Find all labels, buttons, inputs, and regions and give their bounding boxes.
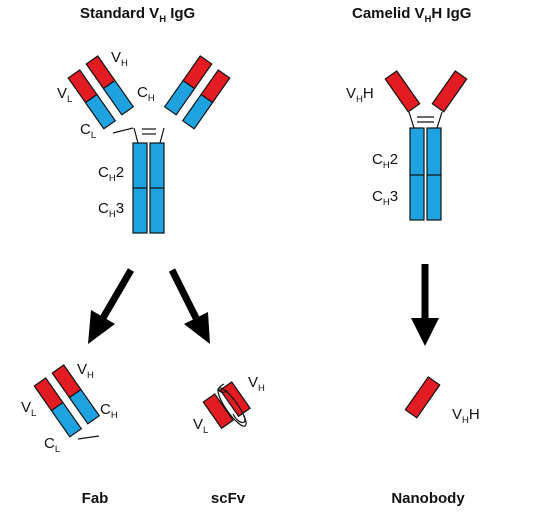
standard-igg: VH VL CH CL CH2 CH3 [57,49,231,234]
title-standard-igg: Standard VH IgG [80,5,195,25]
camelid-vhh-right [431,70,468,113]
label-scfv-vl: VL [193,416,208,436]
label-nanobody-vhh: VHH [452,406,480,426]
label-fab-ch: CH [100,401,118,421]
camelid-hinge-right [436,111,443,129]
label-fab-vh: VH [77,361,94,381]
standard-right-heavy-chain [163,55,213,116]
camelid-vhh-domain-right [431,70,468,113]
standard-left-light-chain [67,69,117,130]
label-camelid-ch2: CH2 [372,151,398,171]
standard-hinge-right [159,127,165,144]
nanobody-vhh [404,376,441,419]
standard-right-light-chain [181,69,231,130]
camelid-hinge-left [408,111,415,129]
fab-heavy-chain [51,364,101,425]
label-standard-vh: VH [111,49,128,69]
label-standard-cl: CL [80,121,96,141]
fab-fragment: VH VL CH CL [21,361,118,455]
standard-cl-domain [84,93,117,130]
standard-left-heavy-chain [85,55,135,116]
standard-ch1-domain [102,79,135,116]
label-standard-ch2: CH2 [98,164,124,184]
title-camelid-igg: Camelid VHH IgG [352,5,471,25]
nanobody-fragment: VHH [404,376,480,426]
camelid-heavy-chain-left [409,127,425,221]
label-standard-ch3: CH3 [98,200,124,220]
scfv-linker-loop [217,387,247,427]
camelid-vhh-domain-left [384,70,421,113]
scfv-vl-domain [202,393,234,430]
label-fab-vl: VL [21,399,36,419]
camelid-heavy-chain-right [426,127,442,221]
fragment-name-fab: Fab [82,490,109,507]
standard-hinge-left [133,127,139,144]
scfv-fragment: VH VL [193,374,265,436]
nanobody-vhh-domain [404,376,441,419]
fragment-name-nanobody: Nanobody [391,490,465,507]
scfv-vl [202,393,234,430]
label-standard-ch: CH [137,84,155,104]
fab-ch1-domain [68,388,101,425]
label-camelid-vhh: VHH [346,85,374,105]
standard-light-heavy-bond-left [112,127,134,134]
camelid-vhh-left [384,70,421,113]
fragment-name-scfv: scFv [211,490,246,507]
arrow-to-scfv [168,268,210,344]
camelid-igg: VHH CH2 CH3 [346,70,468,221]
arrow-to-fab [88,268,135,344]
arrow-to-fab-head [88,310,115,344]
fab-disulfide-bond [77,435,100,440]
label-scfv-vh: VH [248,374,265,394]
arrow-to-scfv-head [184,312,210,344]
arrow-to-nanobody [411,264,439,346]
arrow-to-nanobody-head [411,318,439,346]
label-standard-vl: VL [57,85,72,105]
fab-light-chain [33,377,83,438]
standard-ch1-domain-right [163,79,196,116]
label-camelid-ch3: CH3 [372,188,398,208]
label-fab-cl: CL [44,435,60,455]
standard-cl-domain-right [181,93,214,130]
fab-cl-domain [50,401,83,438]
